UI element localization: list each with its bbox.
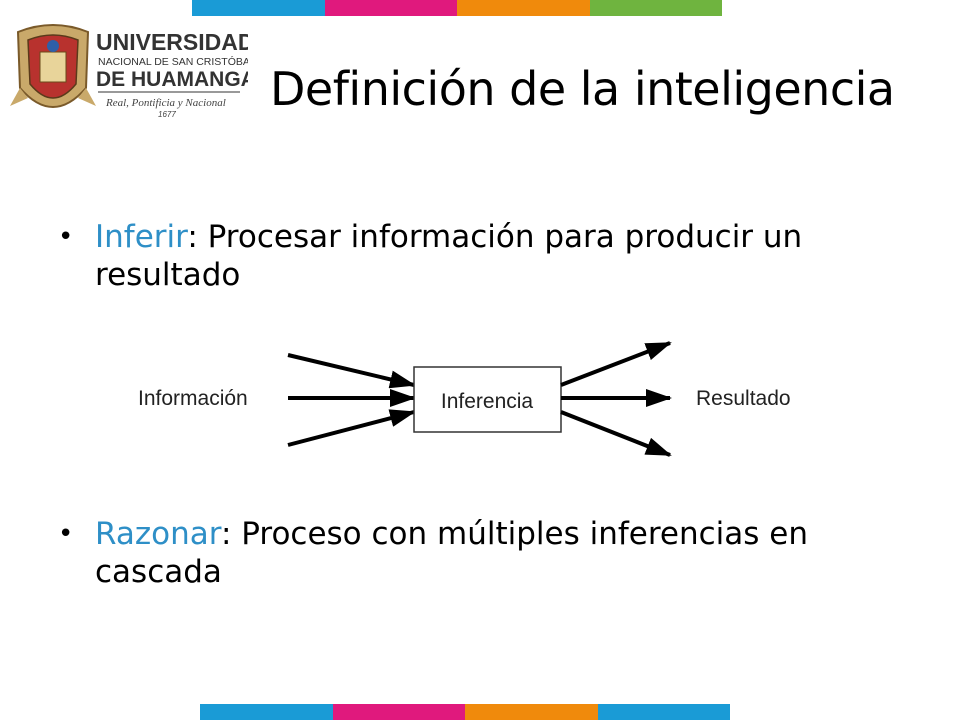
university-logo: UNIVERSIDAD NACIONAL DE SAN CRISTÓBAL DE…: [8, 18, 256, 126]
logo-year: 1677: [158, 110, 176, 119]
color-bar-blue: [200, 704, 333, 720]
input-arrow-bottom: [287, 409, 416, 447]
color-bar-blue-2: [597, 704, 730, 720]
color-bar-orange: [465, 704, 598, 720]
bullet-dot-icon: •: [58, 222, 74, 252]
color-bar-magenta: [324, 0, 457, 16]
inference-diagram: Información Inferencia Resultado: [130, 335, 830, 465]
diagram-output-label: Resultado: [696, 387, 791, 410]
color-bar-orange: [457, 0, 590, 16]
bullet-term: Inferir: [95, 219, 188, 255]
university-crest-icon: [10, 24, 96, 108]
logo-line-1: UNIVERSIDAD: [96, 29, 248, 55]
bullet-text: Razonar: Proceso con múltiples inferenci…: [95, 515, 918, 591]
diagram-input-label: Información: [138, 387, 248, 410]
color-bar-blue: [192, 0, 325, 16]
logo-motto: Real, Pontificia y Nacional: [105, 97, 226, 109]
output-arrow-bottom: [560, 410, 672, 457]
input-arrow-top: [287, 353, 416, 389]
color-bar-green: [589, 0, 722, 16]
inference-box: [413, 366, 562, 433]
page-title: Definición de la inteligencia: [270, 62, 895, 116]
output-arrow-top: [560, 341, 672, 387]
top-color-bar: [192, 0, 722, 16]
bullet-description: : Proceso con múltiples inferencias en c…: [95, 516, 809, 590]
bullet-dot-icon: •: [58, 519, 74, 549]
color-bar-magenta: [332, 704, 465, 720]
bottom-color-bar: [200, 704, 730, 720]
bullet-term: Razonar: [95, 516, 221, 552]
logo-line-2: NACIONAL DE SAN CRISTÓBAL: [98, 55, 248, 68]
bullet-text: Inferir: Procesar información para produ…: [95, 218, 918, 294]
bullet-item-razonar: • Razonar: Proceso con múltiples inferen…: [58, 515, 918, 591]
bullet-description: : Procesar información para producir un …: [95, 219, 803, 293]
bullet-item-inferir: • Inferir: Procesar información para pro…: [58, 218, 918, 294]
logo-line-3: DE HUAMANGA: [96, 68, 248, 91]
diagram-process-label: Inferencia: [441, 390, 534, 413]
